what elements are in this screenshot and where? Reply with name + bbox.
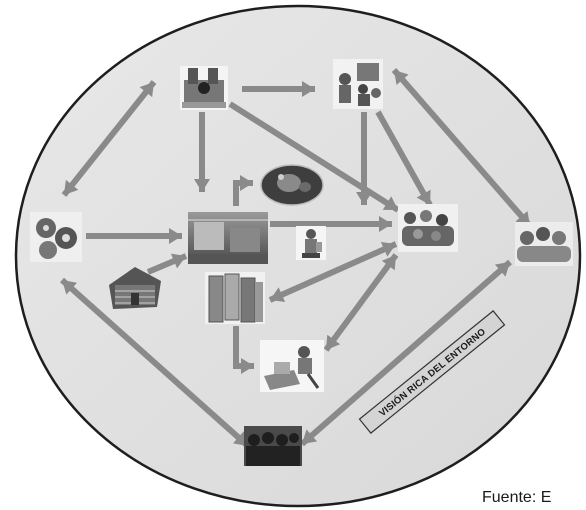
warehouse-node xyxy=(109,267,161,309)
crowd-icon xyxy=(515,222,573,266)
arrow-warehouse-building xyxy=(146,253,188,275)
audience-silhouettes-icon xyxy=(244,426,302,466)
arrow-manufacturing-building xyxy=(86,228,182,244)
arrow-documents-office xyxy=(233,326,254,374)
source-caption: Fuente: E xyxy=(482,489,552,506)
people-presentation-icon xyxy=(333,59,383,109)
gears-icon xyxy=(30,212,82,262)
arrow-building-globe xyxy=(233,175,253,206)
group-people-icon xyxy=(398,204,458,252)
arrow-machinery-manufacturing xyxy=(61,80,157,197)
desk-worker-icon xyxy=(260,340,324,392)
arrow-building-team xyxy=(270,216,392,232)
arrow-machinery-building xyxy=(194,112,210,192)
documents-node xyxy=(205,272,265,324)
scientist-icon xyxy=(296,226,326,260)
community-node xyxy=(515,222,573,266)
globe-icon xyxy=(260,164,324,206)
globe-node xyxy=(260,164,324,206)
office-worker-node xyxy=(260,340,324,392)
manufacturing-node xyxy=(30,212,82,262)
brick-warehouse-icon xyxy=(109,267,161,309)
documents-icon xyxy=(205,272,265,324)
arrow-meeting-team-a xyxy=(356,112,372,205)
audience-node xyxy=(244,426,302,466)
arrow-team-documents xyxy=(268,241,398,303)
arrow-team-office xyxy=(323,253,399,352)
laboratory-node xyxy=(296,226,326,260)
arrow-meeting-team-b xyxy=(375,110,433,207)
building-node xyxy=(188,212,268,264)
industrial-machine-icon xyxy=(180,66,228,110)
office-building-icon xyxy=(188,212,268,264)
team-node xyxy=(398,204,458,252)
arrow-audience-community xyxy=(300,259,512,447)
meeting-node xyxy=(333,59,383,109)
machinery-node xyxy=(180,66,228,110)
arrow-machinery-meeting xyxy=(242,81,315,97)
